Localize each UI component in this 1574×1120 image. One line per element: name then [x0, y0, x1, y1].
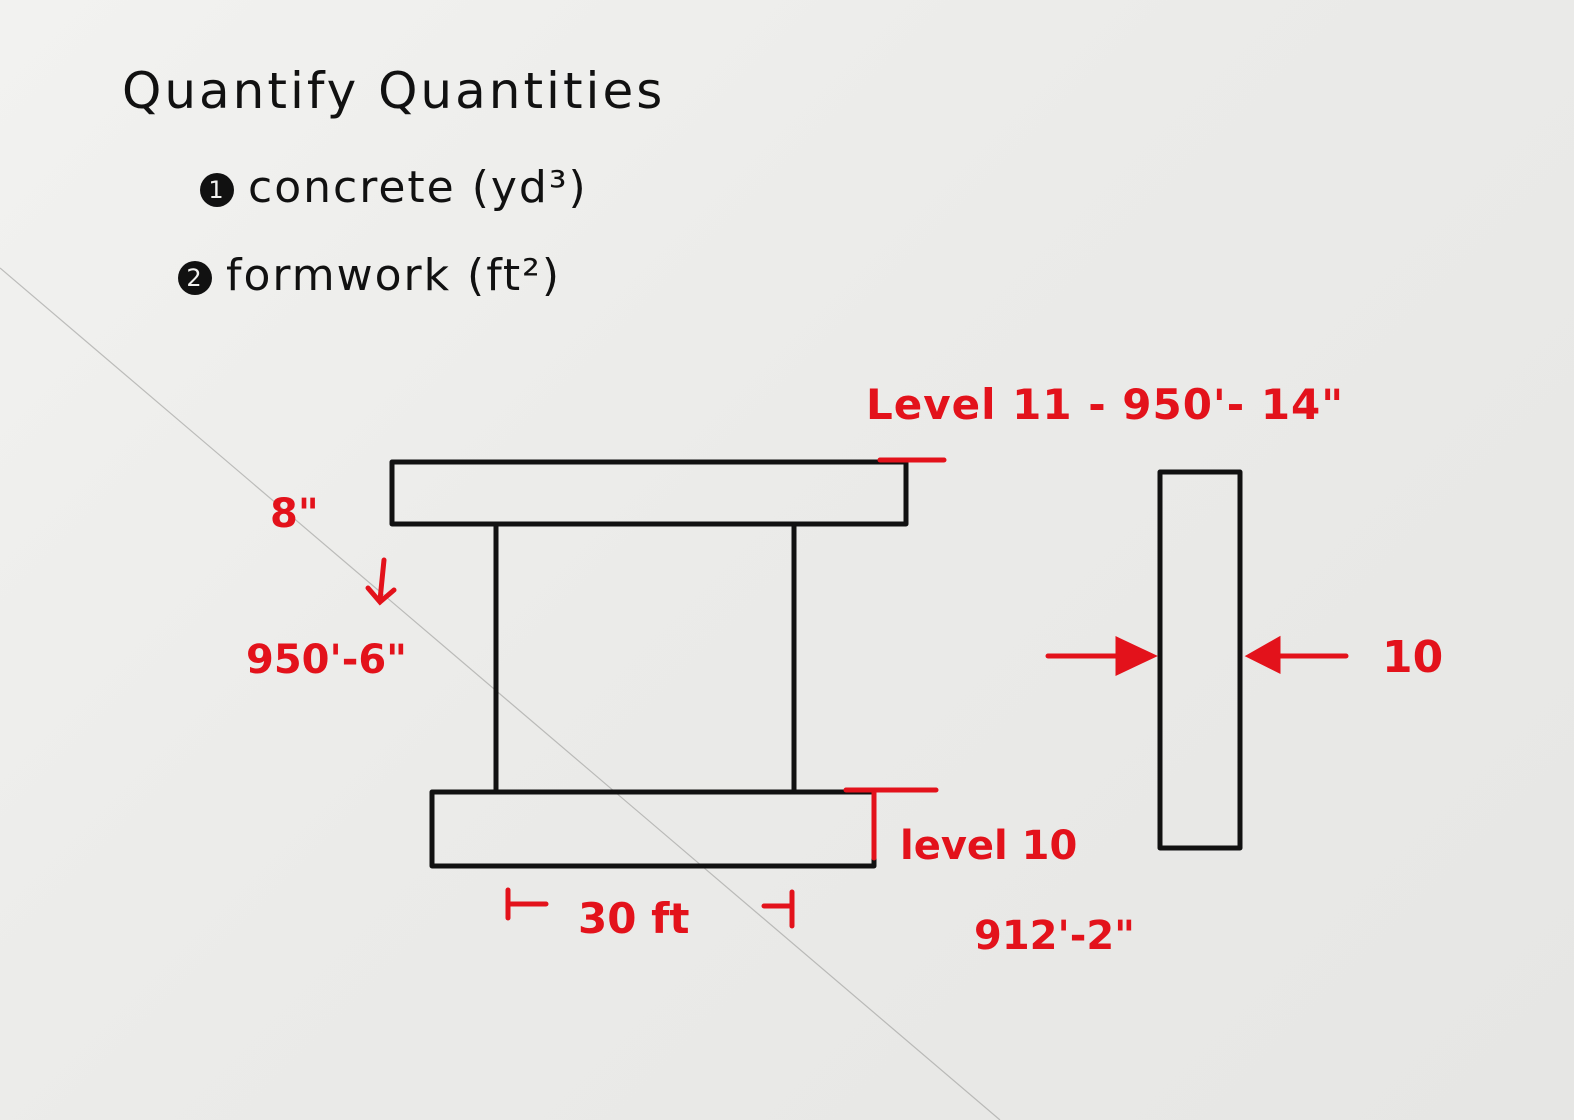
wall-thickness-label: 10 [1382, 632, 1444, 683]
top-slab [389, 459, 909, 527]
right-arrowhead-icon [1244, 635, 1281, 675]
wall-section [1157, 469, 1243, 851]
slab-thickness-label: 8" [270, 491, 319, 537]
span-dimension-label: 30 ft [578, 894, 690, 943]
down-arrow-head [365, 585, 397, 606]
elevation-950-label: 950'-6" [246, 637, 408, 683]
elevation-912-label: 912'-2" [974, 913, 1136, 959]
left-arrowhead-icon [1115, 636, 1158, 676]
formwork-label: formwork (ft²) [226, 250, 561, 301]
number-badge-1: 1 [200, 173, 234, 207]
column-frame [493, 521, 797, 795]
level-11-label: Level 11 - 950'- 14" [866, 380, 1345, 429]
concrete-label: concrete (yd³) [248, 162, 588, 213]
level-10-label: level 10 [900, 823, 1078, 869]
number-badge-2: 2 [178, 261, 212, 295]
page-title: Quantify Quantities [122, 62, 666, 120]
bottom-slab [429, 789, 877, 869]
down-arrow-shaft [377, 557, 387, 603]
